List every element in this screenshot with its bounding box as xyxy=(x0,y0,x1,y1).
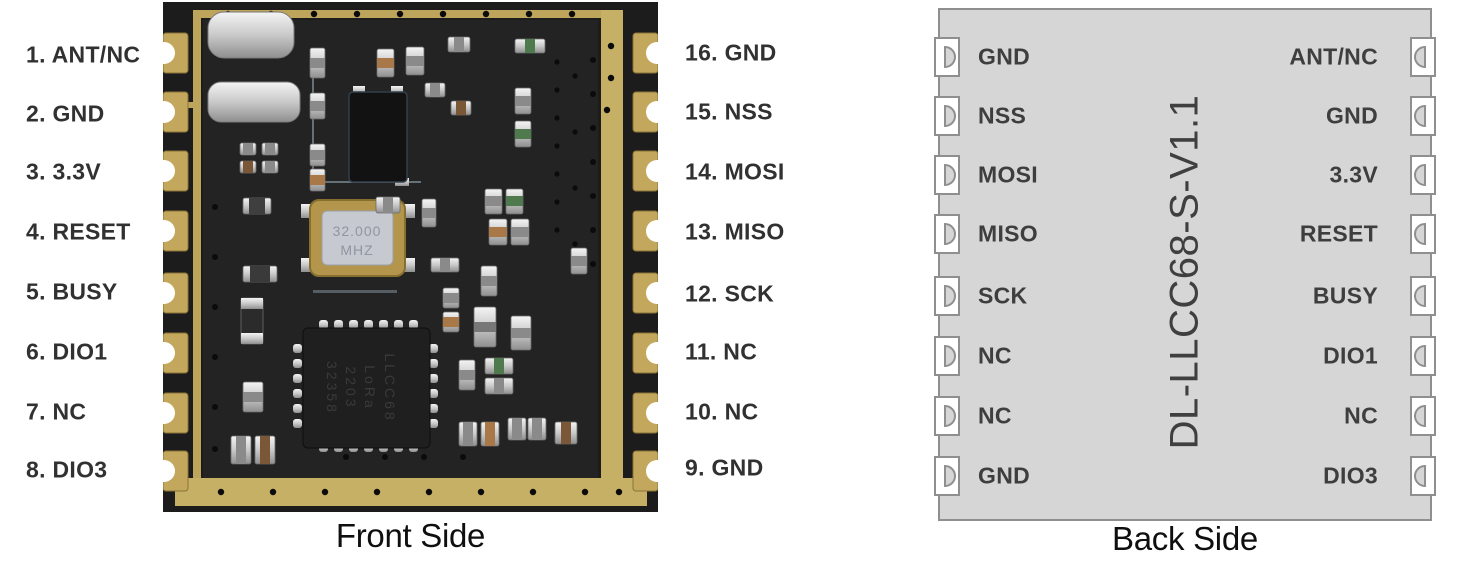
chip-marking-datecode: 2203 xyxy=(343,366,359,409)
front-pin-label-9: 9. GND xyxy=(685,454,764,481)
back-pin-label-3v3: 3.3V xyxy=(1329,161,1378,188)
back-caption: Back Side xyxy=(1112,520,1258,557)
front-pin-label-12: 12. SCK xyxy=(685,280,775,307)
back-pin-label-dio1: DIO1 xyxy=(1323,342,1378,369)
crystal-unit-text: MHZ xyxy=(340,242,373,258)
solder-blob xyxy=(207,11,301,123)
back-center-part-number: DL-LLCC68-S-V1.1 xyxy=(1162,94,1207,450)
castellated-pin-notches-left xyxy=(934,37,960,496)
smd-components xyxy=(230,36,588,465)
back-pin-label-nc-2: NC xyxy=(978,402,1012,429)
front-pin-label-10: 10. NC xyxy=(685,398,759,425)
back-pin-label-nss: NSS xyxy=(978,102,1027,129)
ic-component xyxy=(348,86,409,186)
back-pin-label-gnd-top: GND xyxy=(978,43,1031,70)
front-pin-label-11: 11. NC xyxy=(685,338,758,365)
front-pin-label-16: 16. GND xyxy=(685,39,777,66)
back-pin-label-nc-1: NC xyxy=(978,342,1012,369)
back-pin-label-gnd-r: GND xyxy=(1325,102,1378,129)
front-pin-label-3: 3. 3.3V xyxy=(26,158,101,185)
module-body xyxy=(938,8,1432,521)
chip-marking-model: LLCC68 xyxy=(382,353,398,422)
back-pin-label-nc-r: NC xyxy=(1344,402,1378,429)
front-pin-label-8: 8. DIO3 xyxy=(26,456,108,483)
chip-marking-brand: LoRa xyxy=(362,365,378,410)
front-pin-label-13: 13. MISO xyxy=(685,218,785,245)
back-pin-label-sck: SCK xyxy=(978,282,1028,309)
back-pin-label-antnc: ANT/NC xyxy=(1289,43,1378,70)
front-pin-label-6: 6. DIO1 xyxy=(26,338,108,365)
front-pin-label-2: 2. GND xyxy=(26,100,105,127)
back-pin-label-dio3: DIO3 xyxy=(1323,462,1378,489)
front-pin-label-7: 7. NC xyxy=(26,398,87,425)
front-caption: Front Side xyxy=(335,517,486,554)
chip-marking-lot: 32358 xyxy=(324,361,340,415)
front-pin-label-5: 5. BUSY xyxy=(26,278,118,305)
back-pin-label-miso: MISO xyxy=(978,220,1038,247)
crystal-oscillator: 32.000 MHZ xyxy=(301,199,415,277)
front-pin-label-4: 4. RESET xyxy=(26,218,131,245)
back-module-diagram xyxy=(934,8,1436,521)
crystal-frequency-text: 32.000 xyxy=(333,223,382,239)
back-pin-label-reset: RESET xyxy=(1299,220,1378,247)
back-pin-label-busy: BUSY xyxy=(1312,282,1378,309)
front-pin-label-14: 14. MOSI xyxy=(685,158,785,185)
castellated-pads-right xyxy=(632,32,658,492)
front-pin-label-1: 1. ANT/NC xyxy=(26,41,141,68)
front-pin-label-15: 15. NSS xyxy=(685,98,773,125)
back-pin-label-mosi: MOSI xyxy=(978,161,1038,188)
front-side-photo: 32.000 MHZ LLCC68 LoRa 2203 32358 xyxy=(163,2,658,512)
rf-chip: LLCC68 LoRa 2203 32358 xyxy=(293,320,438,452)
back-pin-label-gnd-bot: GND xyxy=(978,462,1031,489)
castellated-pads-left xyxy=(163,32,189,492)
castellated-pin-notches-right xyxy=(1410,37,1436,496)
